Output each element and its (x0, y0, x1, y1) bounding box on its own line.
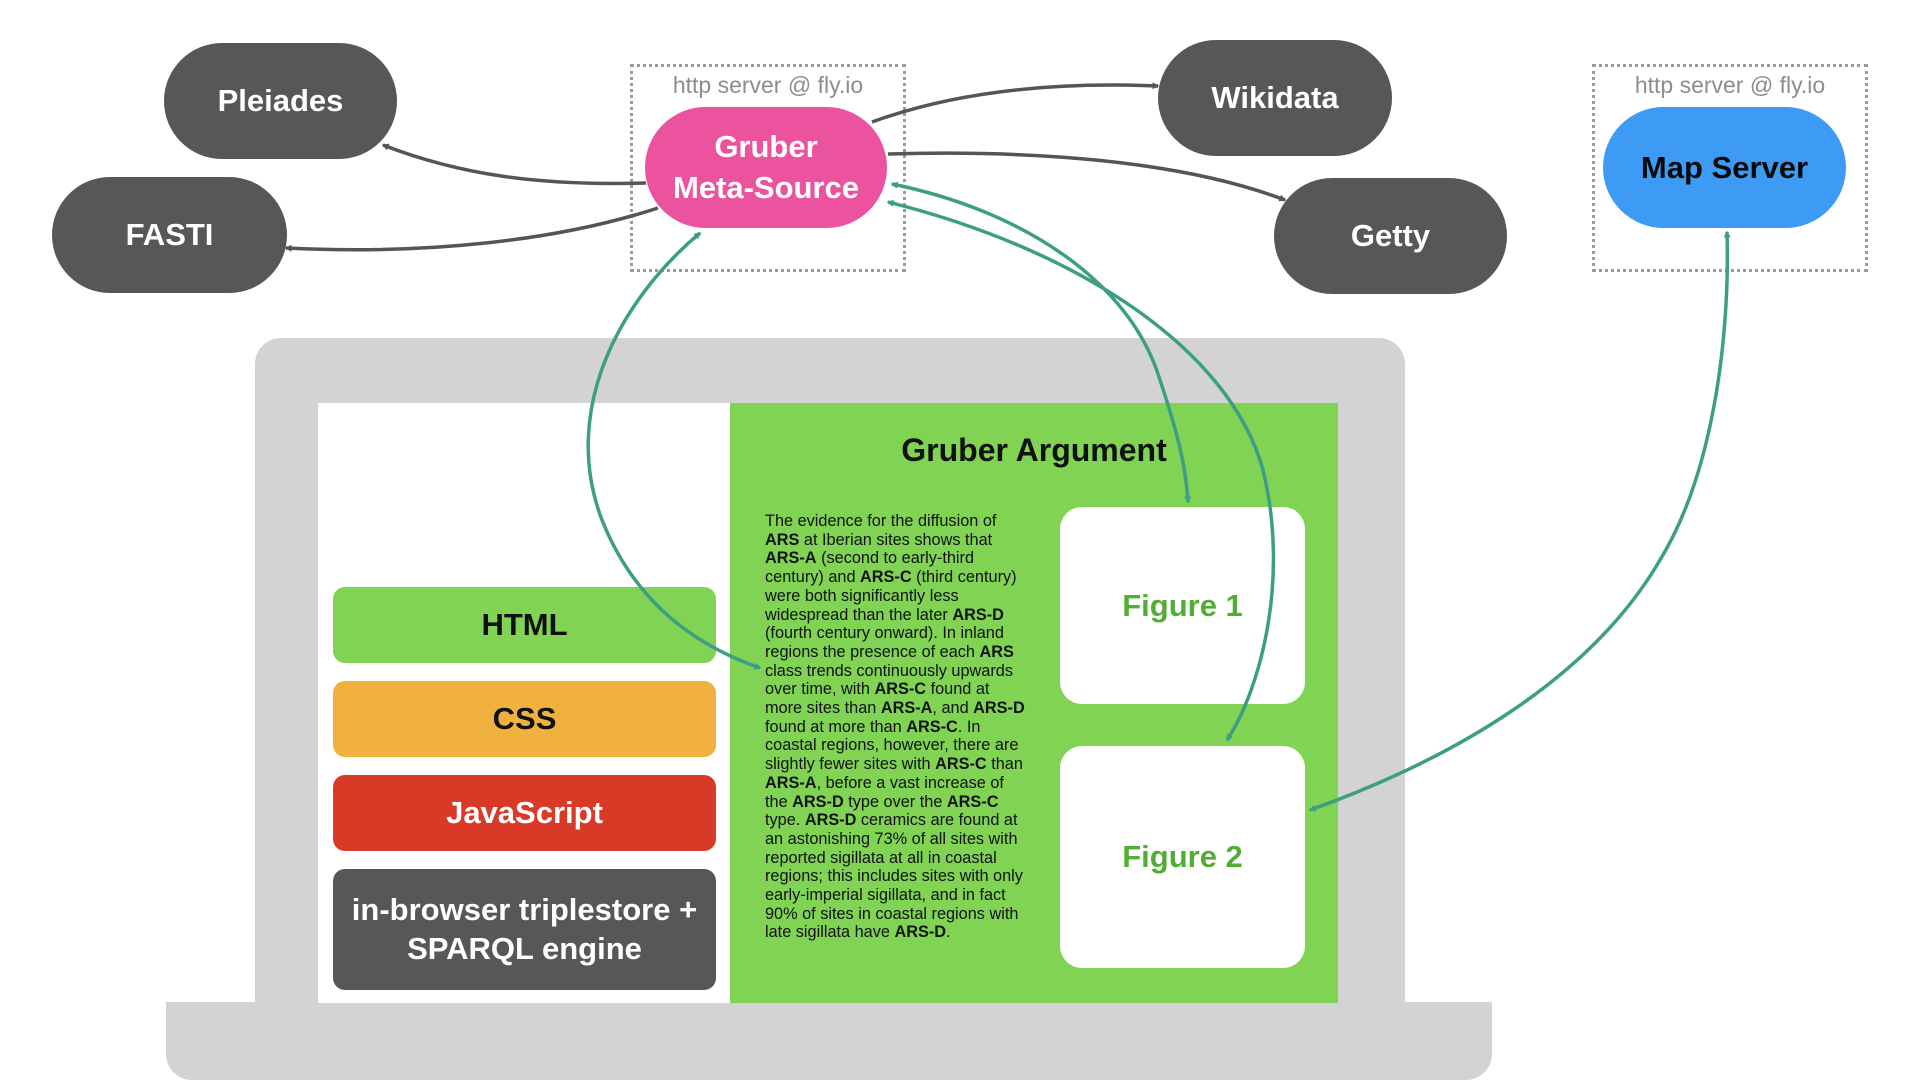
argument-text-run: type over the (843, 792, 947, 811)
wikidata-label: Wikidata (1211, 80, 1339, 116)
meta-source-node[interactable]: Gruber Meta-Source (645, 107, 887, 228)
argument-text-run: ceramics are found at an astonishing 73%… (765, 811, 1023, 942)
arrow-meta-source-to-figure-1 (890, 181, 1192, 504)
argument-term: ARS-A (765, 773, 817, 792)
meta-source-server-box (630, 64, 906, 272)
argument-term: ARS-C (946, 792, 999, 811)
triplestore-box: in-browser triplestore + SPARQL engine (333, 869, 716, 990)
html-box: HTML (333, 587, 716, 663)
fasti-label: FASTI (125, 217, 214, 253)
fasti-node[interactable]: FASTI (52, 177, 287, 293)
meta-source-label-line2: Meta-Source (672, 169, 860, 205)
meta-source-server-label: http server @ fly.io (672, 72, 864, 98)
arrow-to-wikidata (871, 82, 1160, 124)
laptop-base (166, 1002, 1492, 1080)
pleiades-label: Pleiades (217, 83, 344, 119)
argument-text-run: type. (765, 811, 805, 830)
javascript-box: JavaScript (333, 775, 716, 851)
argument-term: ARS-C (935, 755, 987, 774)
css-box: CSS (333, 681, 716, 757)
map-server-label: http server @ fly.io (1634, 72, 1826, 98)
argument-term: ARS-D (894, 923, 946, 942)
triplestore-label-line2: SPARQL engine (407, 930, 642, 966)
argument-text-run: found at more than (765, 717, 907, 736)
figure-2-label: Figure 2 (1122, 839, 1243, 874)
pleiades-node[interactable]: Pleiades (164, 43, 397, 159)
map-server-node[interactable]: Map Server (1603, 107, 1846, 228)
argument-text-run: . (946, 923, 951, 942)
wikidata-node[interactable]: Wikidata (1158, 40, 1392, 156)
argument-term: ARS-A (765, 549, 817, 568)
triplestore-label-line1: in-browser triplestore + (351, 891, 698, 927)
argument-text-run: , before a vast increase of the (765, 773, 1004, 811)
arrow-meta-source-to-figure-2 (886, 199, 1276, 742)
argument-term: ARS (765, 530, 800, 549)
arrow-meta-source-to-text (586, 231, 762, 670)
figure-2[interactable]: Figure 2 (1060, 746, 1305, 968)
meta-source-label-line1: Gruber (714, 129, 818, 165)
getty-node[interactable]: Getty (1274, 178, 1507, 294)
argument-term: ARS-D (804, 811, 857, 830)
arrow-to-fasti (284, 206, 659, 252)
css-label: CSS (492, 700, 557, 736)
argument-term: ARS-D (792, 792, 844, 811)
javascript-label: JavaScript (446, 794, 603, 830)
argument-text-run: than (986, 755, 1023, 774)
arrow-to-pleiades (381, 143, 647, 186)
html-label: HTML (481, 606, 568, 642)
getty-label: Getty (1350, 218, 1431, 254)
arrow-map-server-to-figure-2 (1308, 230, 1731, 812)
map-server-label: Map Server (1640, 149, 1809, 185)
arrow-to-getty (887, 151, 1287, 202)
